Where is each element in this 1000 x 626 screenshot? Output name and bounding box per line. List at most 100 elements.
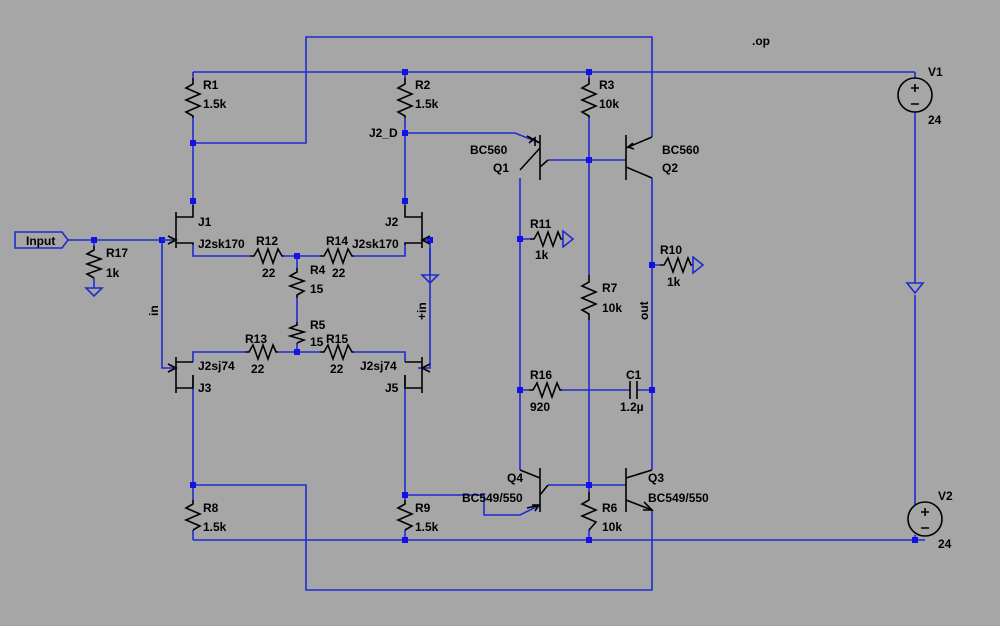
r12-name: R12 <box>256 234 278 248</box>
r2-name: R2 <box>415 78 431 92</box>
r6-value: 10k <box>602 520 622 534</box>
c1-value: 1.2µ <box>620 400 644 414</box>
q3-model: BC549/550 <box>648 491 709 505</box>
q3-name: Q3 <box>648 471 664 485</box>
r13-value: 22 <box>251 362 265 376</box>
jfet-j1[interactable] <box>162 205 194 248</box>
wires <box>68 36 925 591</box>
j5-name: J5 <box>385 381 399 395</box>
ground-icon <box>84 287 104 298</box>
resistor-r4[interactable] <box>287 268 307 298</box>
ground-icon <box>420 248 440 285</box>
j1-name: J1 <box>198 215 212 229</box>
resistors[interactable] <box>84 78 693 531</box>
ground-icon <box>562 229 575 249</box>
transistor-q1[interactable] <box>519 135 549 180</box>
q2-model: BC560 <box>662 143 700 157</box>
resistor-r1[interactable] <box>183 78 203 118</box>
ground-icon <box>905 282 925 295</box>
r11-value: 1k <box>535 248 549 262</box>
transistor-q3[interactable] <box>625 468 654 512</box>
voltage-sources[interactable] <box>897 77 943 537</box>
v2-value: 24 <box>938 537 952 551</box>
r16-name: R16 <box>530 368 552 382</box>
resistor-r8[interactable] <box>183 500 203 531</box>
r17-value: 1k <box>106 266 120 280</box>
r15-value: 22 <box>330 362 344 376</box>
resistor-r13[interactable] <box>245 342 278 362</box>
q4-name: Q4 <box>507 471 523 485</box>
q4-model: BC549/550 <box>462 491 523 505</box>
resistor-r10[interactable] <box>660 255 693 275</box>
net-label-in-plus: +in <box>415 302 429 320</box>
reference-flags <box>84 229 925 298</box>
r14-value: 22 <box>332 266 346 280</box>
voltage-source-v1[interactable] <box>897 77 933 113</box>
r8-name: R8 <box>203 501 219 515</box>
r15-name: R15 <box>326 332 348 346</box>
resistor-r14[interactable] <box>320 246 354 266</box>
resistor-r15[interactable] <box>320 342 354 362</box>
c1-name: C1 <box>626 368 642 382</box>
net-label-j2-drain: J2_D <box>369 126 398 140</box>
jfet-j2[interactable] <box>404 205 431 248</box>
capacitor-c1[interactable] <box>629 381 638 399</box>
r17-name: R17 <box>106 246 128 260</box>
r3-name: R3 <box>599 78 615 92</box>
q1-model: BC560 <box>470 143 508 157</box>
resistor-r6[interactable] <box>579 492 599 531</box>
input-port-label: Input <box>26 234 55 248</box>
r9-name: R9 <box>415 501 431 515</box>
resistor-r9[interactable] <box>395 500 415 531</box>
r4-value: 15 <box>310 282 324 296</box>
transistor-q2[interactable] <box>625 135 653 180</box>
r4-name: R4 <box>310 263 326 277</box>
j2-model: J2sk170 <box>352 237 399 251</box>
net-label-in-minus: in <box>147 305 161 316</box>
resistor-r17[interactable] <box>84 246 104 279</box>
resistor-r11[interactable] <box>530 229 563 249</box>
resistor-r12[interactable] <box>250 246 284 266</box>
r10-name: R10 <box>660 243 682 257</box>
j3-model: J2sj74 <box>198 359 235 373</box>
resistor-r5[interactable] <box>287 322 307 344</box>
r7-name: R7 <box>602 281 618 295</box>
resistor-r16[interactable] <box>529 380 562 400</box>
jfet-j3[interactable] <box>167 357 194 393</box>
r13-name: R13 <box>245 332 267 346</box>
labels: .op V1 24 V2 24 R1 1.5k R2 1.5k R3 10k R… <box>106 34 953 551</box>
jfets[interactable] <box>162 205 431 393</box>
r8-value: 1.5k <box>203 520 227 534</box>
r14-name: R14 <box>326 234 348 248</box>
bjts[interactable] <box>519 135 654 512</box>
resistor-r3[interactable] <box>579 78 599 118</box>
r2-value: 1.5k <box>415 97 439 111</box>
transistor-q4[interactable] <box>519 468 549 512</box>
net-label-out: out <box>637 301 651 320</box>
r16-value: 920 <box>530 400 550 414</box>
r9-value: 1.5k <box>415 520 439 534</box>
v1-value: 24 <box>928 113 942 127</box>
j2-name: J2 <box>385 215 399 229</box>
j3-name: J3 <box>198 381 212 395</box>
r11-name: R11 <box>530 217 552 231</box>
r7-value: 10k <box>602 301 622 315</box>
r5-name: R5 <box>310 318 326 332</box>
q1-name: Q1 <box>493 161 509 175</box>
resistor-r2[interactable] <box>395 78 415 118</box>
r6-name: R6 <box>602 501 618 515</box>
r10-value: 1k <box>667 275 681 289</box>
voltage-source-v2[interactable] <box>907 501 943 537</box>
q2-name: Q2 <box>662 161 678 175</box>
j1-model: J2sk170 <box>198 237 245 251</box>
jfet-j5[interactable] <box>404 357 431 393</box>
ground-icon <box>692 255 705 275</box>
r12-value: 22 <box>262 266 276 280</box>
v1-name: V1 <box>928 65 943 79</box>
junction-dots <box>91 69 918 543</box>
j5-model: J2sj74 <box>360 359 397 373</box>
spice-directive: .op <box>752 34 770 48</box>
input-port[interactable]: Input <box>14 231 69 249</box>
resistor-r7[interactable] <box>579 275 599 320</box>
